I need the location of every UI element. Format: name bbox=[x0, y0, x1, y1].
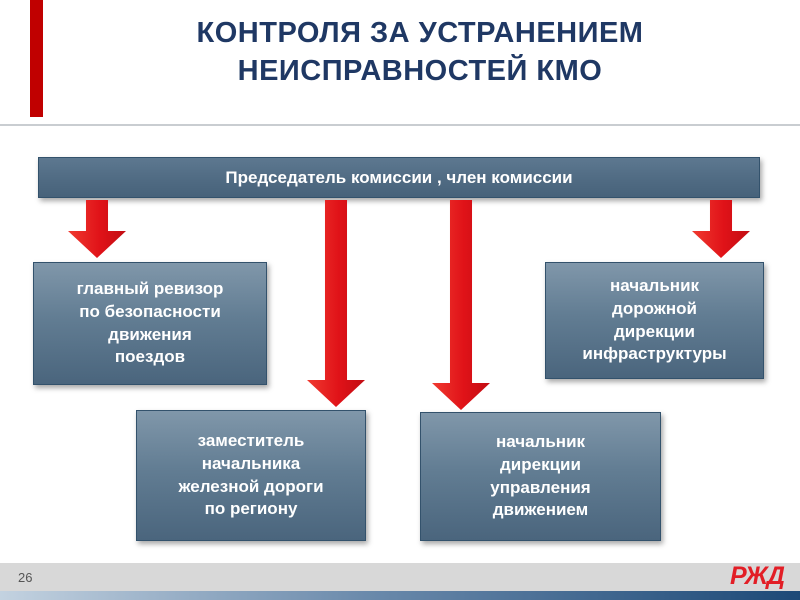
arrow-down-icon bbox=[307, 200, 365, 407]
bottom-gradient-strip bbox=[0, 591, 800, 600]
title-divider bbox=[0, 124, 800, 126]
node-traffic-directorate-head: начальник дирекции управления движением bbox=[420, 412, 661, 541]
red-accent-bar bbox=[30, 0, 43, 117]
node-commission-chairman: Председатель комиссии , член комиссии bbox=[38, 157, 760, 198]
arrow-down-icon bbox=[432, 200, 490, 410]
node-infrastructure-directorate-head: начальник дорожной дирекции инфраструкту… bbox=[545, 262, 764, 379]
rzd-logo: РЖД bbox=[730, 562, 785, 590]
page-number: 26 bbox=[18, 570, 33, 585]
node-deputy-railway-head: заместитель начальника железной дороги п… bbox=[136, 410, 366, 541]
node-chief-auditor: главный ревизор по безопасности движения… bbox=[33, 262, 267, 385]
slide-title: КОНТРОЛЯ ЗА УСТРАНЕНИЕМ НЕИСПРАВНОСТЕЙ К… bbox=[196, 17, 644, 88]
arrow-down-icon bbox=[692, 200, 750, 258]
footer-bar bbox=[0, 563, 800, 591]
arrow-down-icon bbox=[68, 200, 126, 258]
